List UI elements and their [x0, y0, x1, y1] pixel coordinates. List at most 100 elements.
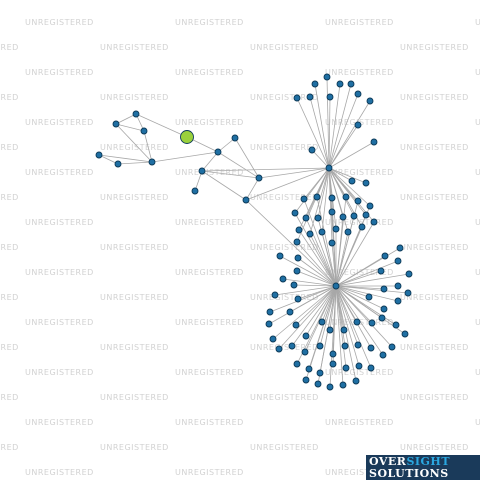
- graph-node[interactable]: [269, 335, 277, 343]
- graph-node[interactable]: [355, 362, 363, 370]
- graph-node[interactable]: [293, 360, 301, 368]
- graph-node[interactable]: [394, 297, 402, 305]
- graph-node[interactable]: [339, 381, 347, 389]
- graph-node[interactable]: [329, 360, 337, 368]
- graph-node[interactable]: [302, 214, 310, 222]
- graph-node[interactable]: [318, 228, 326, 236]
- graph-node[interactable]: [132, 110, 140, 118]
- graph-node[interactable]: [394, 282, 402, 290]
- graph-node[interactable]: [255, 174, 263, 182]
- graph-node[interactable]: [328, 239, 336, 247]
- graph-node[interactable]: [112, 120, 120, 128]
- graph-node[interactable]: [311, 80, 319, 88]
- graph-node[interactable]: [300, 195, 308, 203]
- graph-node[interactable]: [290, 281, 298, 289]
- graph-node[interactable]: [305, 365, 313, 373]
- graph-node[interactable]: [265, 320, 273, 328]
- graph-node[interactable]: [370, 218, 378, 226]
- graph-node[interactable]: [293, 238, 301, 246]
- graph-node[interactable]: [313, 193, 321, 201]
- graph-node[interactable]: [354, 197, 362, 205]
- graph-node[interactable]: [366, 202, 374, 210]
- graph-node[interactable]: [294, 295, 302, 303]
- graph-node[interactable]: [380, 305, 388, 313]
- graph-node[interactable]: [354, 121, 362, 129]
- graph-node[interactable]: [367, 364, 375, 372]
- graph-node[interactable]: [294, 254, 302, 262]
- graph-node[interactable]: [328, 194, 336, 202]
- graph-node[interactable]: [405, 270, 413, 278]
- graph-node[interactable]: [279, 275, 287, 283]
- graph-node[interactable]: [318, 318, 326, 326]
- graph-node[interactable]: [339, 213, 347, 221]
- graph-node[interactable]: [365, 293, 373, 301]
- graph-node[interactable]: [352, 377, 360, 385]
- graph-node[interactable]: [276, 252, 284, 260]
- graph-node[interactable]: [370, 138, 378, 146]
- graph-node[interactable]: [347, 80, 355, 88]
- graph-node[interactable]: [316, 342, 324, 350]
- graph-node[interactable]: [191, 187, 199, 195]
- graph-node[interactable]: [114, 160, 122, 168]
- graph-node[interactable]: [329, 350, 337, 358]
- graph-node[interactable]: [394, 257, 402, 265]
- graph-node[interactable]: [344, 228, 352, 236]
- graph-node[interactable]: [380, 285, 388, 293]
- graph-node[interactable]: [326, 93, 334, 101]
- graph-node[interactable]: [271, 291, 279, 299]
- graph-node[interactable]: [323, 73, 331, 81]
- graph-node[interactable]: [332, 282, 340, 290]
- graph-node[interactable]: [348, 177, 356, 185]
- graph-node[interactable]: [378, 314, 386, 322]
- graph-node[interactable]: [342, 193, 350, 201]
- graph-node[interactable]: [95, 151, 103, 159]
- graph-node[interactable]: [332, 225, 340, 233]
- graph-node[interactable]: [377, 267, 385, 275]
- graph-node[interactable]: [358, 223, 366, 231]
- graph-node[interactable]: [362, 211, 370, 219]
- graph-node[interactable]: [306, 230, 314, 238]
- graph-node[interactable]: [325, 164, 333, 172]
- graph-node[interactable]: [308, 146, 316, 154]
- graph-node[interactable]: [291, 209, 299, 217]
- graph-node[interactable]: [367, 344, 375, 352]
- graph-node[interactable]: [366, 97, 374, 105]
- graph-node[interactable]: [401, 330, 409, 338]
- graph-node[interactable]: [288, 342, 296, 350]
- graph-node[interactable]: [140, 127, 148, 135]
- graph-node[interactable]: [293, 94, 301, 102]
- graph-node[interactable]: [368, 319, 376, 327]
- graph-node[interactable]: [306, 93, 314, 101]
- graph-node[interactable]: [340, 326, 348, 334]
- graph-node[interactable]: [354, 341, 362, 349]
- graph-node[interactable]: [353, 318, 361, 326]
- graph-node[interactable]: [316, 369, 324, 377]
- graph-node[interactable]: [350, 212, 358, 220]
- graph-node[interactable]: [362, 179, 370, 187]
- graph-node[interactable]: [295, 226, 303, 234]
- graph-node[interactable]: [379, 351, 387, 359]
- graph-node[interactable]: [293, 267, 301, 275]
- graph-node[interactable]: [198, 167, 206, 175]
- graph-node[interactable]: [354, 90, 362, 98]
- graph-node[interactable]: [336, 80, 344, 88]
- graph-node[interactable]: [292, 321, 300, 329]
- graph-node[interactable]: [392, 321, 400, 329]
- graph-node[interactable]: [326, 383, 334, 391]
- graph-node[interactable]: [396, 244, 404, 252]
- graph-node[interactable]: [214, 148, 222, 156]
- graph-node[interactable]: [326, 326, 334, 334]
- graph-node[interactable]: [388, 343, 396, 351]
- graph-node[interactable]: [381, 252, 389, 260]
- highlighted-node[interactable]: [180, 130, 194, 144]
- graph-node[interactable]: [404, 289, 412, 297]
- graph-node[interactable]: [302, 376, 310, 384]
- graph-node[interactable]: [342, 364, 350, 372]
- graph-node[interactable]: [301, 348, 309, 356]
- graph-node[interactable]: [148, 158, 156, 166]
- graph-node[interactable]: [341, 342, 349, 350]
- graph-node[interactable]: [286, 308, 294, 316]
- graph-node[interactable]: [328, 208, 336, 216]
- graph-node[interactable]: [314, 380, 322, 388]
- graph-node[interactable]: [242, 196, 250, 204]
